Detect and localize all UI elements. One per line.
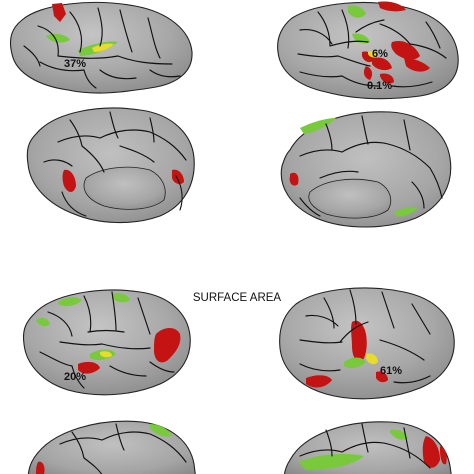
- brain-top-right-lateral: 6% 0.1%: [277, 1, 459, 100]
- brain-top-right-medial: [280, 111, 452, 228]
- brain-bottom-right-lateral: 61%: [279, 287, 455, 400]
- brain-bottom-right-medial: [283, 421, 452, 474]
- percent-label-bottom-right: 61%: [380, 365, 402, 377]
- brain-bottom-left-medial: [27, 420, 196, 474]
- brain-top-left-medial: [26, 107, 195, 224]
- brain-bottom-left-lateral: 20%: [22, 289, 191, 396]
- percent-label-top-right-upper: 6%: [372, 48, 388, 60]
- percent-label-top-left: 37%: [64, 58, 86, 70]
- percent-label-bottom-left: 20%: [64, 371, 86, 383]
- brain-top-left-lateral: 37%: [9, 1, 193, 94]
- percent-label-top-right-lower: 0.1%: [367, 80, 392, 92]
- section-title: SURFACE AREA: [193, 292, 282, 304]
